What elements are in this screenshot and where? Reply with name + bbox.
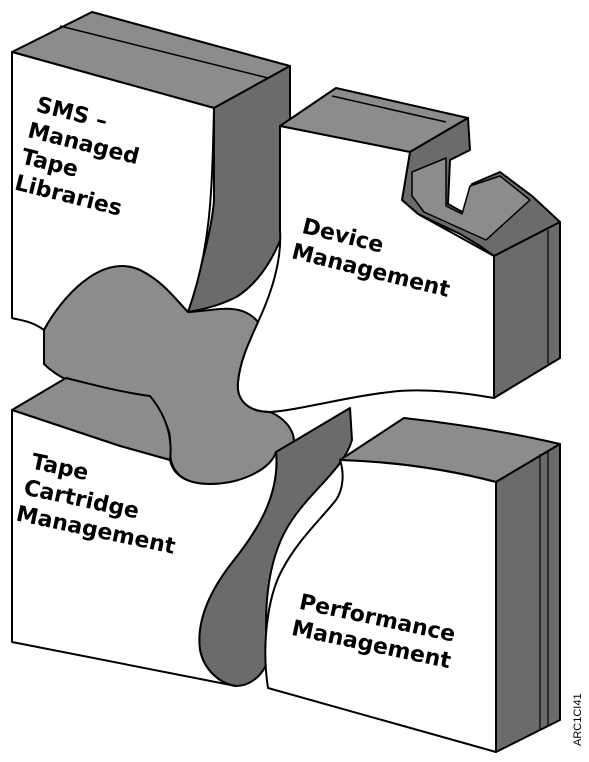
piece-tape-top-face [11, 377, 172, 461]
piece-tape-cartridge-management: Tape Cartridge Management [11, 377, 353, 687]
piece-tape-front-face [11, 409, 278, 687]
figure-id: ARC1CI41 [572, 693, 584, 746]
piece-sms-side-face [187, 65, 291, 313]
piece-device-management: Device Management [236, 87, 561, 413]
piece-sms-top-stripe [59, 25, 269, 79]
piece-performance-side-face [495, 443, 561, 753]
piece-device-top-stripe [331, 95, 447, 123]
piece-sms-managed-tape-libraries: SMS – Managed Tape Libraries [11, 11, 291, 331]
piece-device-notch-inner [411, 157, 531, 241]
piece-performance-management: Performance Management [264, 417, 561, 753]
piece-performance-front-face [264, 459, 497, 753]
